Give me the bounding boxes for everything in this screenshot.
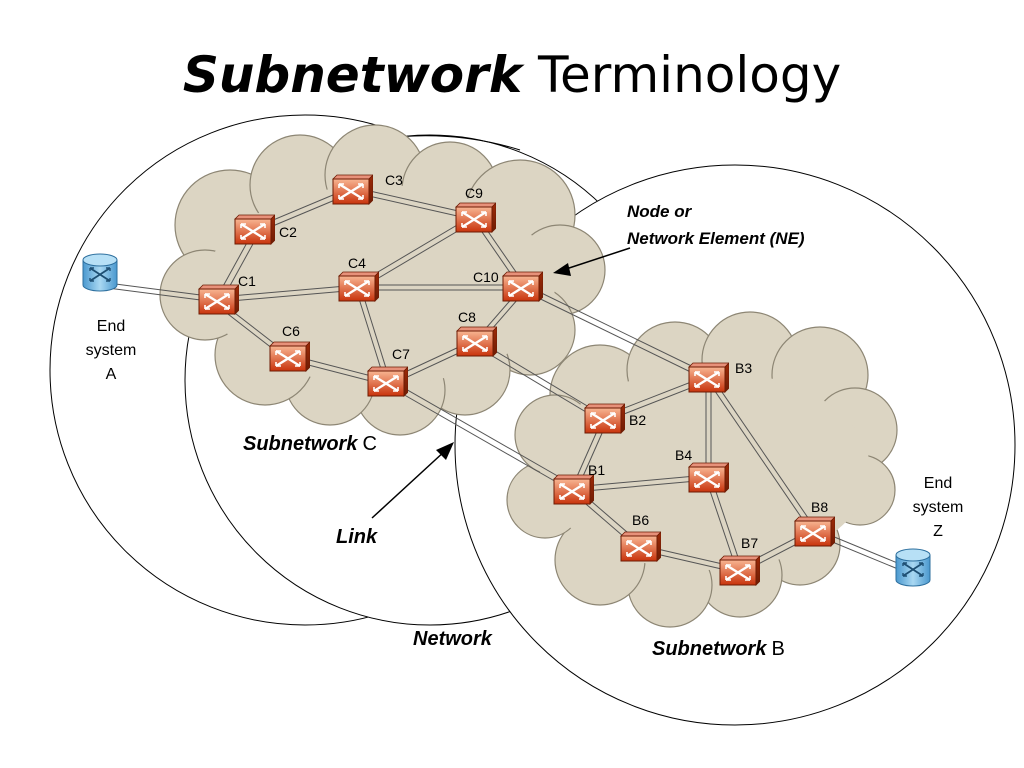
node-label-b2: B2: [629, 412, 646, 428]
link-c1-c4: [218, 284, 359, 303]
node-label-c1: C1: [238, 273, 256, 289]
link-b1-b4: [572, 474, 709, 493]
switch-icon-b8: [793, 516, 835, 548]
node-label-c4: C4: [348, 255, 366, 271]
switch-icon-c9: [454, 202, 496, 234]
node-label-b3: B3: [735, 360, 752, 376]
end-system-z-icon: [895, 548, 931, 587]
switch-icon-c10: [501, 271, 543, 303]
node-label-c9: C9: [465, 185, 483, 201]
node-pointer-arrow: [553, 247, 631, 276]
node-label-c7: C7: [392, 346, 410, 362]
switch-icon-c6: [268, 341, 310, 373]
svg-text:system: system: [913, 499, 964, 516]
end-system-a-label: End system A: [86, 318, 137, 383]
title-rest: Terminology: [537, 46, 842, 104]
link-b3-b8: [705, 375, 818, 534]
node-label-b1: B1: [588, 462, 605, 478]
switch-icon-b4: [687, 462, 729, 494]
node-annotation-line2: Network Element (NE): [627, 229, 805, 248]
svg-text:Z: Z: [933, 523, 943, 540]
slide-title: Subnetwork Terminology: [0, 46, 1024, 104]
switch-icon-c2: [233, 214, 275, 246]
node-label-b8: B8: [811, 499, 828, 515]
node-label-b4: B4: [675, 447, 692, 463]
svg-text:End: End: [97, 318, 125, 335]
svg-text:system: system: [86, 342, 137, 359]
link-c8-b2: [473, 339, 605, 422]
switch-icon-b1: [552, 474, 594, 506]
node-labels: C1 C2 C3 C4 C6 C7 C8 C9 C10 B1 B2 B3 B4 …: [238, 172, 828, 551]
switch-icon-c8: [455, 326, 497, 358]
node-label-b6: B6: [632, 512, 649, 528]
link-c4-c10: [358, 284, 523, 291]
network-label: Network: [413, 628, 493, 650]
node-annotation-line1: Node or: [627, 202, 693, 221]
switch-icon-c7: [366, 366, 408, 398]
link-c7-b1: [386, 379, 576, 492]
end-system-z-label: End system Z: [913, 475, 964, 540]
link-label: Link: [336, 526, 378, 548]
node-label-c8: C8: [458, 309, 476, 325]
link-pointer-arrow: [371, 442, 454, 519]
svg-text:End: End: [924, 475, 952, 492]
link-c4-c7: [355, 287, 391, 383]
node-label-c2: C2: [279, 224, 297, 240]
switch-icon-b6: [619, 531, 661, 563]
switch-icon-b7: [718, 555, 760, 587]
switch-icon-c4: [337, 271, 379, 303]
node-label-c6: C6: [282, 323, 300, 339]
switch-icon-b2: [583, 403, 625, 435]
node-label-c3: C3: [385, 172, 403, 188]
switch-icon-c3: [331, 174, 373, 206]
link-b3-b4: [705, 378, 712, 477]
node-label-b7: B7: [741, 535, 758, 551]
title-italic: Subnetwork: [182, 46, 523, 104]
svg-text:A: A: [106, 366, 117, 383]
switch-icon-c1: [197, 284, 239, 316]
end-system-a-icon: [82, 253, 118, 292]
switch-icon-b3: [687, 362, 729, 394]
node-label-c10: C10: [473, 269, 499, 285]
link-a-c1: [99, 281, 217, 303]
link-c10-b3: [521, 284, 711, 381]
